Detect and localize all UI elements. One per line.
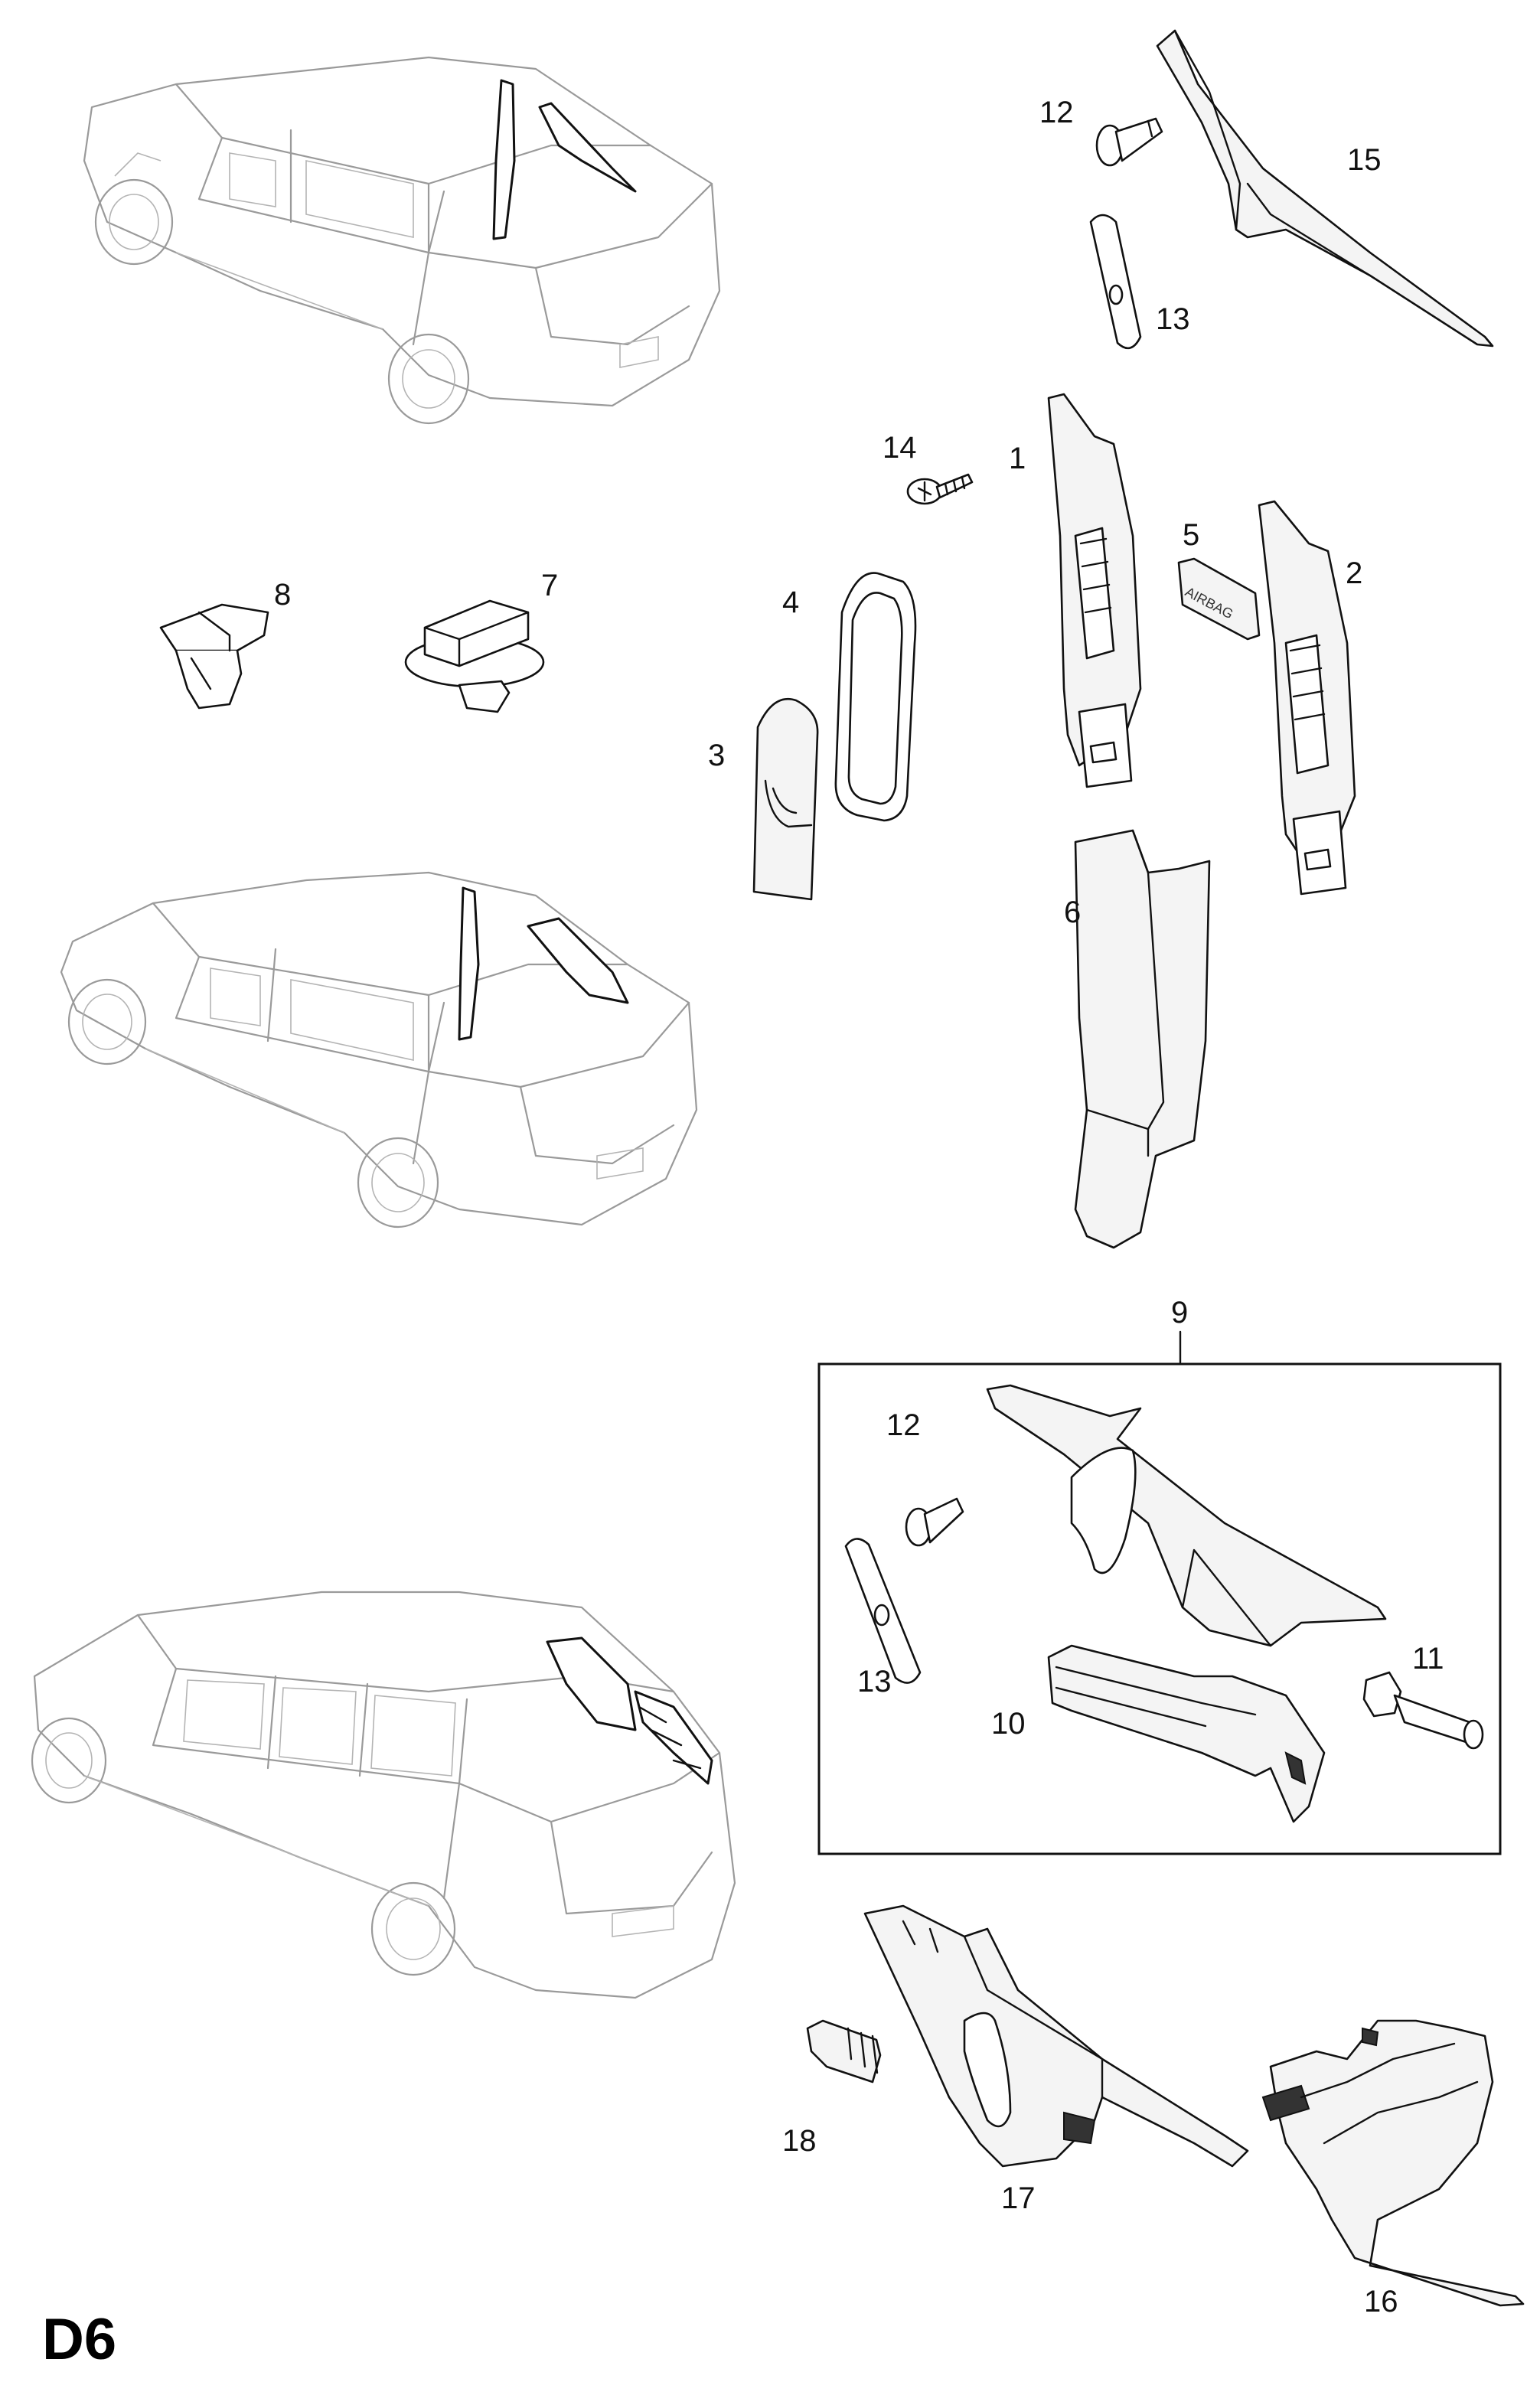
part-6-lower-b-pillar-trim: [1074, 829, 1211, 1249]
callout-18: 18: [782, 2124, 817, 2158]
part-c-pillar-trim-in-assembly: [986, 1384, 1387, 1647]
part-7-push-clip: [404, 599, 545, 713]
part-17-d-pillar-trim-estate: [863, 1904, 1249, 2168]
part-8-retaining-clip: [159, 603, 269, 710]
callout-2: 2: [1346, 556, 1362, 590]
sedan-c-pillar-highlight-2: [527, 917, 629, 1004]
part-15-c-pillar-trim-upper: [1156, 29, 1494, 348]
assembly-9-group: [817, 1330, 1502, 1855]
part-13-trim-strip: [1089, 214, 1142, 350]
part-14-screw: [906, 473, 974, 505]
part-11-push-fastener: [1362, 1671, 1484, 1750]
part-3-pillar-cover-plate: [752, 697, 819, 901]
callout-11: 11: [1412, 1642, 1444, 1676]
page-code: D6: [42, 2307, 116, 2372]
part-12-rivet-in-assembly: [905, 1497, 964, 1547]
estate-rear-trim-highlight: [634, 1690, 713, 1785]
part-1-b-pillar-trim-left: [1047, 393, 1142, 788]
callout-3: 3: [708, 739, 725, 772]
callout-labels: 12 15 13 14 1 5 2 7 8 4 3 6 9 12 11 13 1…: [274, 96, 1444, 2318]
part-10-rail-trim: [1047, 1644, 1326, 1823]
callout-7: 7: [541, 569, 558, 602]
callout-16: 16: [1364, 2285, 1398, 2318]
callout-14: 14: [883, 431, 917, 465]
estate-d-pillar-highlight: [546, 1636, 637, 1731]
callout-10: 10: [991, 1707, 1026, 1741]
callout-15: 15: [1347, 143, 1382, 177]
estate-illustration: [31, 1591, 736, 1999]
part-12-expansion-rivet: [1095, 117, 1163, 167]
part-13-strip-in-assembly: [844, 1538, 922, 1684]
part-2-b-pillar-trim-right: [1258, 500, 1356, 896]
part-16-rear-side-trim: [1261, 2019, 1525, 2307]
callout-4: 4: [782, 586, 799, 619]
callout-5: 5: [1183, 518, 1199, 552]
assembly-9-frame: [817, 1362, 1502, 1855]
part-4-trim-seal-frame: [834, 572, 917, 822]
sedan-middle-illustration: [60, 871, 698, 1229]
sedan-c-pillar-highlight: [538, 102, 637, 193]
sedan-b-pillar-highlight: [492, 79, 516, 240]
callout-1: 1: [1009, 442, 1026, 475]
callout-12-assembly: 12: [886, 1408, 921, 1442]
callout-13-assembly: 13: [857, 1665, 892, 1698]
callout-12: 12: [1039, 96, 1074, 129]
sedan-top-illustration: [83, 56, 721, 425]
callout-13: 13: [1156, 302, 1190, 336]
callout-8: 8: [274, 578, 291, 612]
callout-17: 17: [1001, 2181, 1036, 2215]
callout-6: 6: [1064, 896, 1081, 929]
part-18-clip: [806, 2019, 882, 2083]
sedan-b-pillar-highlight-2: [458, 886, 480, 1041]
callout-9: 9: [1171, 1296, 1188, 1330]
part-5-airbag-badge: AIRBAG: [1177, 557, 1261, 641]
